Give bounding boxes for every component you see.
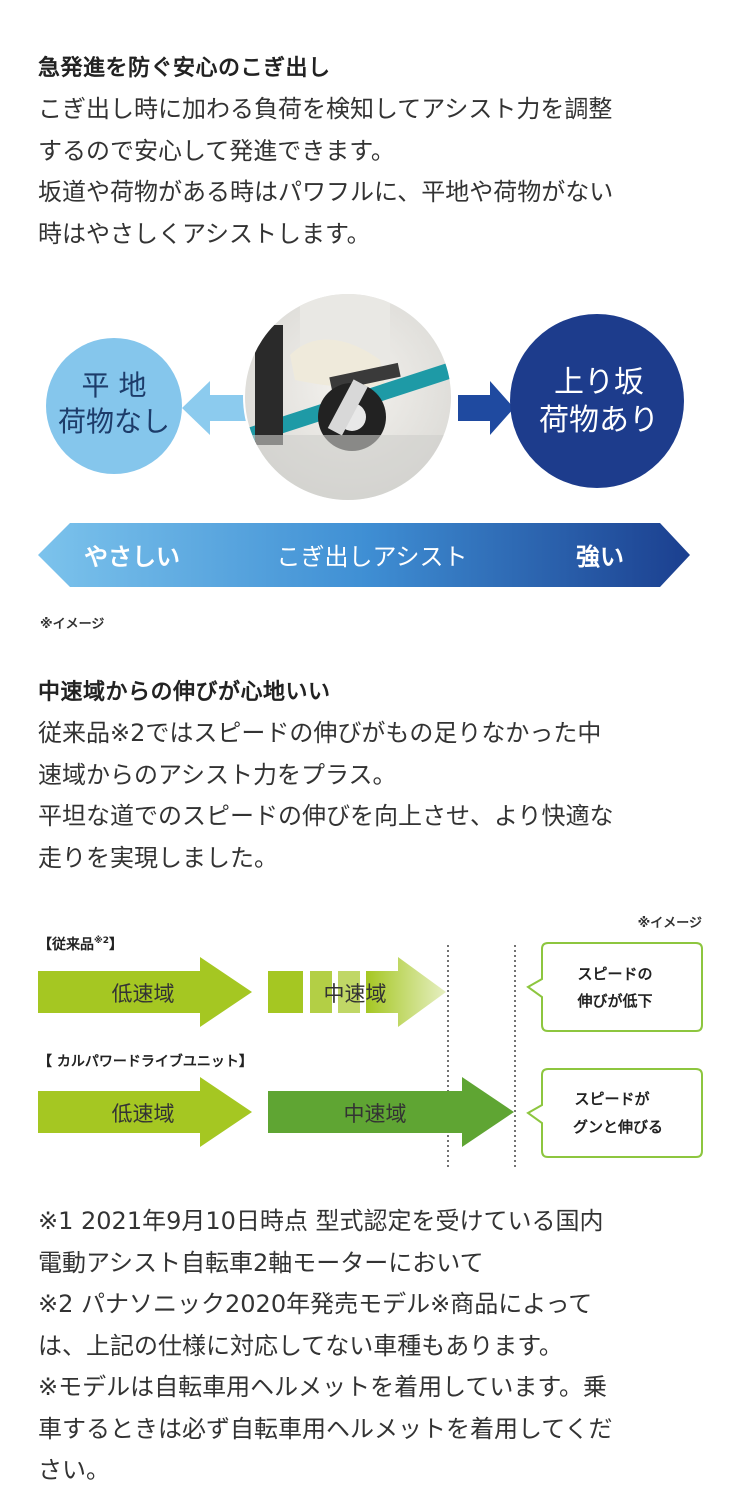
new-unit-label: 【 カルパワードライブユニット】 xyxy=(38,1053,253,1070)
bicycle-pedal-photo xyxy=(245,294,451,500)
assist-diagram: 平 地 荷物なし 上り坂 荷物あり やさしい こぎ出しアシスト 強い xyxy=(38,292,690,587)
right-circle-line1: 上り坂 xyxy=(554,365,644,400)
bar-label-strong: 強い xyxy=(576,543,624,571)
section2-line: 平坦な道でのスピードの伸びを向上させ、より快適な xyxy=(38,802,614,830)
right-arrow-icon xyxy=(458,381,514,435)
callout2-line2: グンと伸びる xyxy=(573,1118,663,1136)
old-mid-speed-label: 中速域 xyxy=(324,982,387,1006)
speed-boost-callout: スピードが グンと伸びる xyxy=(526,1068,703,1158)
section2-line: 速域からのアシスト力をプラス。 xyxy=(38,760,397,789)
old-model-label: 【従来品※2】 xyxy=(38,935,123,953)
section1-paragraph: こぎ出し時に加わる負荷を検知してアシスト力を調整 するので安心して発進できます。… xyxy=(38,89,718,255)
footnote-line: さい。 xyxy=(38,1456,110,1484)
section2-heading: 中速域からの伸びが心地いい xyxy=(38,680,331,705)
left-circle-line2: 荷物なし xyxy=(58,405,170,438)
section1-heading: 急発進を防ぐ安心のこぎ出し xyxy=(38,56,331,81)
section1-line: 坂道や荷物がある時はパワフルに、平地や荷物がない xyxy=(38,178,614,206)
assist-strength-bar xyxy=(38,523,690,587)
bar-label-gentle: やさしい xyxy=(84,543,180,571)
image-note: ※イメージ xyxy=(40,617,105,632)
old-low-speed-arrow xyxy=(38,957,252,1027)
footnote-line: 車するときは必ず自転車用ヘルメットを着用してくだ xyxy=(38,1414,613,1443)
footnote-line: ※モデルは自転車用ヘルメットを着用しています。乗 xyxy=(38,1373,607,1401)
section2-line: 走りを実現しました。 xyxy=(38,843,278,872)
new-mid-speed-arrow xyxy=(268,1077,514,1147)
callout1-line2: 伸びが低下 xyxy=(576,992,652,1010)
callout2-line1: スピードが xyxy=(574,1090,650,1108)
callout1-line1: スピードの xyxy=(577,965,652,983)
section1-line: 時はやさしくアシストします。 xyxy=(38,219,371,248)
section1-line: するので安心して発進できます。 xyxy=(38,136,395,165)
footnote-line: 電動アシスト自転車2軸モーターにおいて xyxy=(38,1248,484,1277)
left-circle-line1: 平 地 xyxy=(82,369,147,402)
footnote-line: ※1 2021年9月10日時点 型式認定を受けている国内 xyxy=(38,1207,604,1235)
footnote-line: ※2 パナソニック2020年発売モデル※商品によって xyxy=(38,1290,593,1318)
old-mid-speed-arrow xyxy=(366,957,446,1027)
uphill-load-circle xyxy=(510,314,684,488)
section1-line: こぎ出し時に加わる負荷を検知してアシスト力を調整 xyxy=(38,95,613,123)
speed-drop-callout: スピードの 伸びが低下 xyxy=(526,942,703,1032)
speed-comparison-diagram: ※イメージ 【従来品※2】 低速域 中速域 スピードの 伸びが低下 【 カルパワ… xyxy=(38,916,703,1167)
right-circle-line2: 荷物あり xyxy=(539,403,659,438)
footnote-line: は、上記の仕様に対応してない車種もあります。 xyxy=(38,1331,563,1360)
bar-label-center: こぎ出しアシスト xyxy=(276,543,467,571)
footnotes: ※1 2021年9月10日時点 型式認定を受けている国内 電動アシスト自転車2軸… xyxy=(38,1201,718,1492)
section2-line: 従来品※2ではスピードの伸びがもの足りなかった中 xyxy=(38,719,602,747)
left-arrow-icon xyxy=(182,381,255,435)
new-low-speed-arrow xyxy=(38,1077,252,1147)
section2-paragraph: 従来品※2ではスピードの伸びがもの足りなかった中 速域からのアシスト力をプラス。… xyxy=(38,713,718,879)
old-low-speed-label: 低速域 xyxy=(112,982,175,1006)
new-low-speed-label: 低速域 xyxy=(112,1102,175,1126)
new-mid-speed-label: 中速域 xyxy=(344,1102,407,1126)
flat-no-load-circle xyxy=(46,338,182,474)
diagram2-note: ※イメージ xyxy=(638,916,702,931)
